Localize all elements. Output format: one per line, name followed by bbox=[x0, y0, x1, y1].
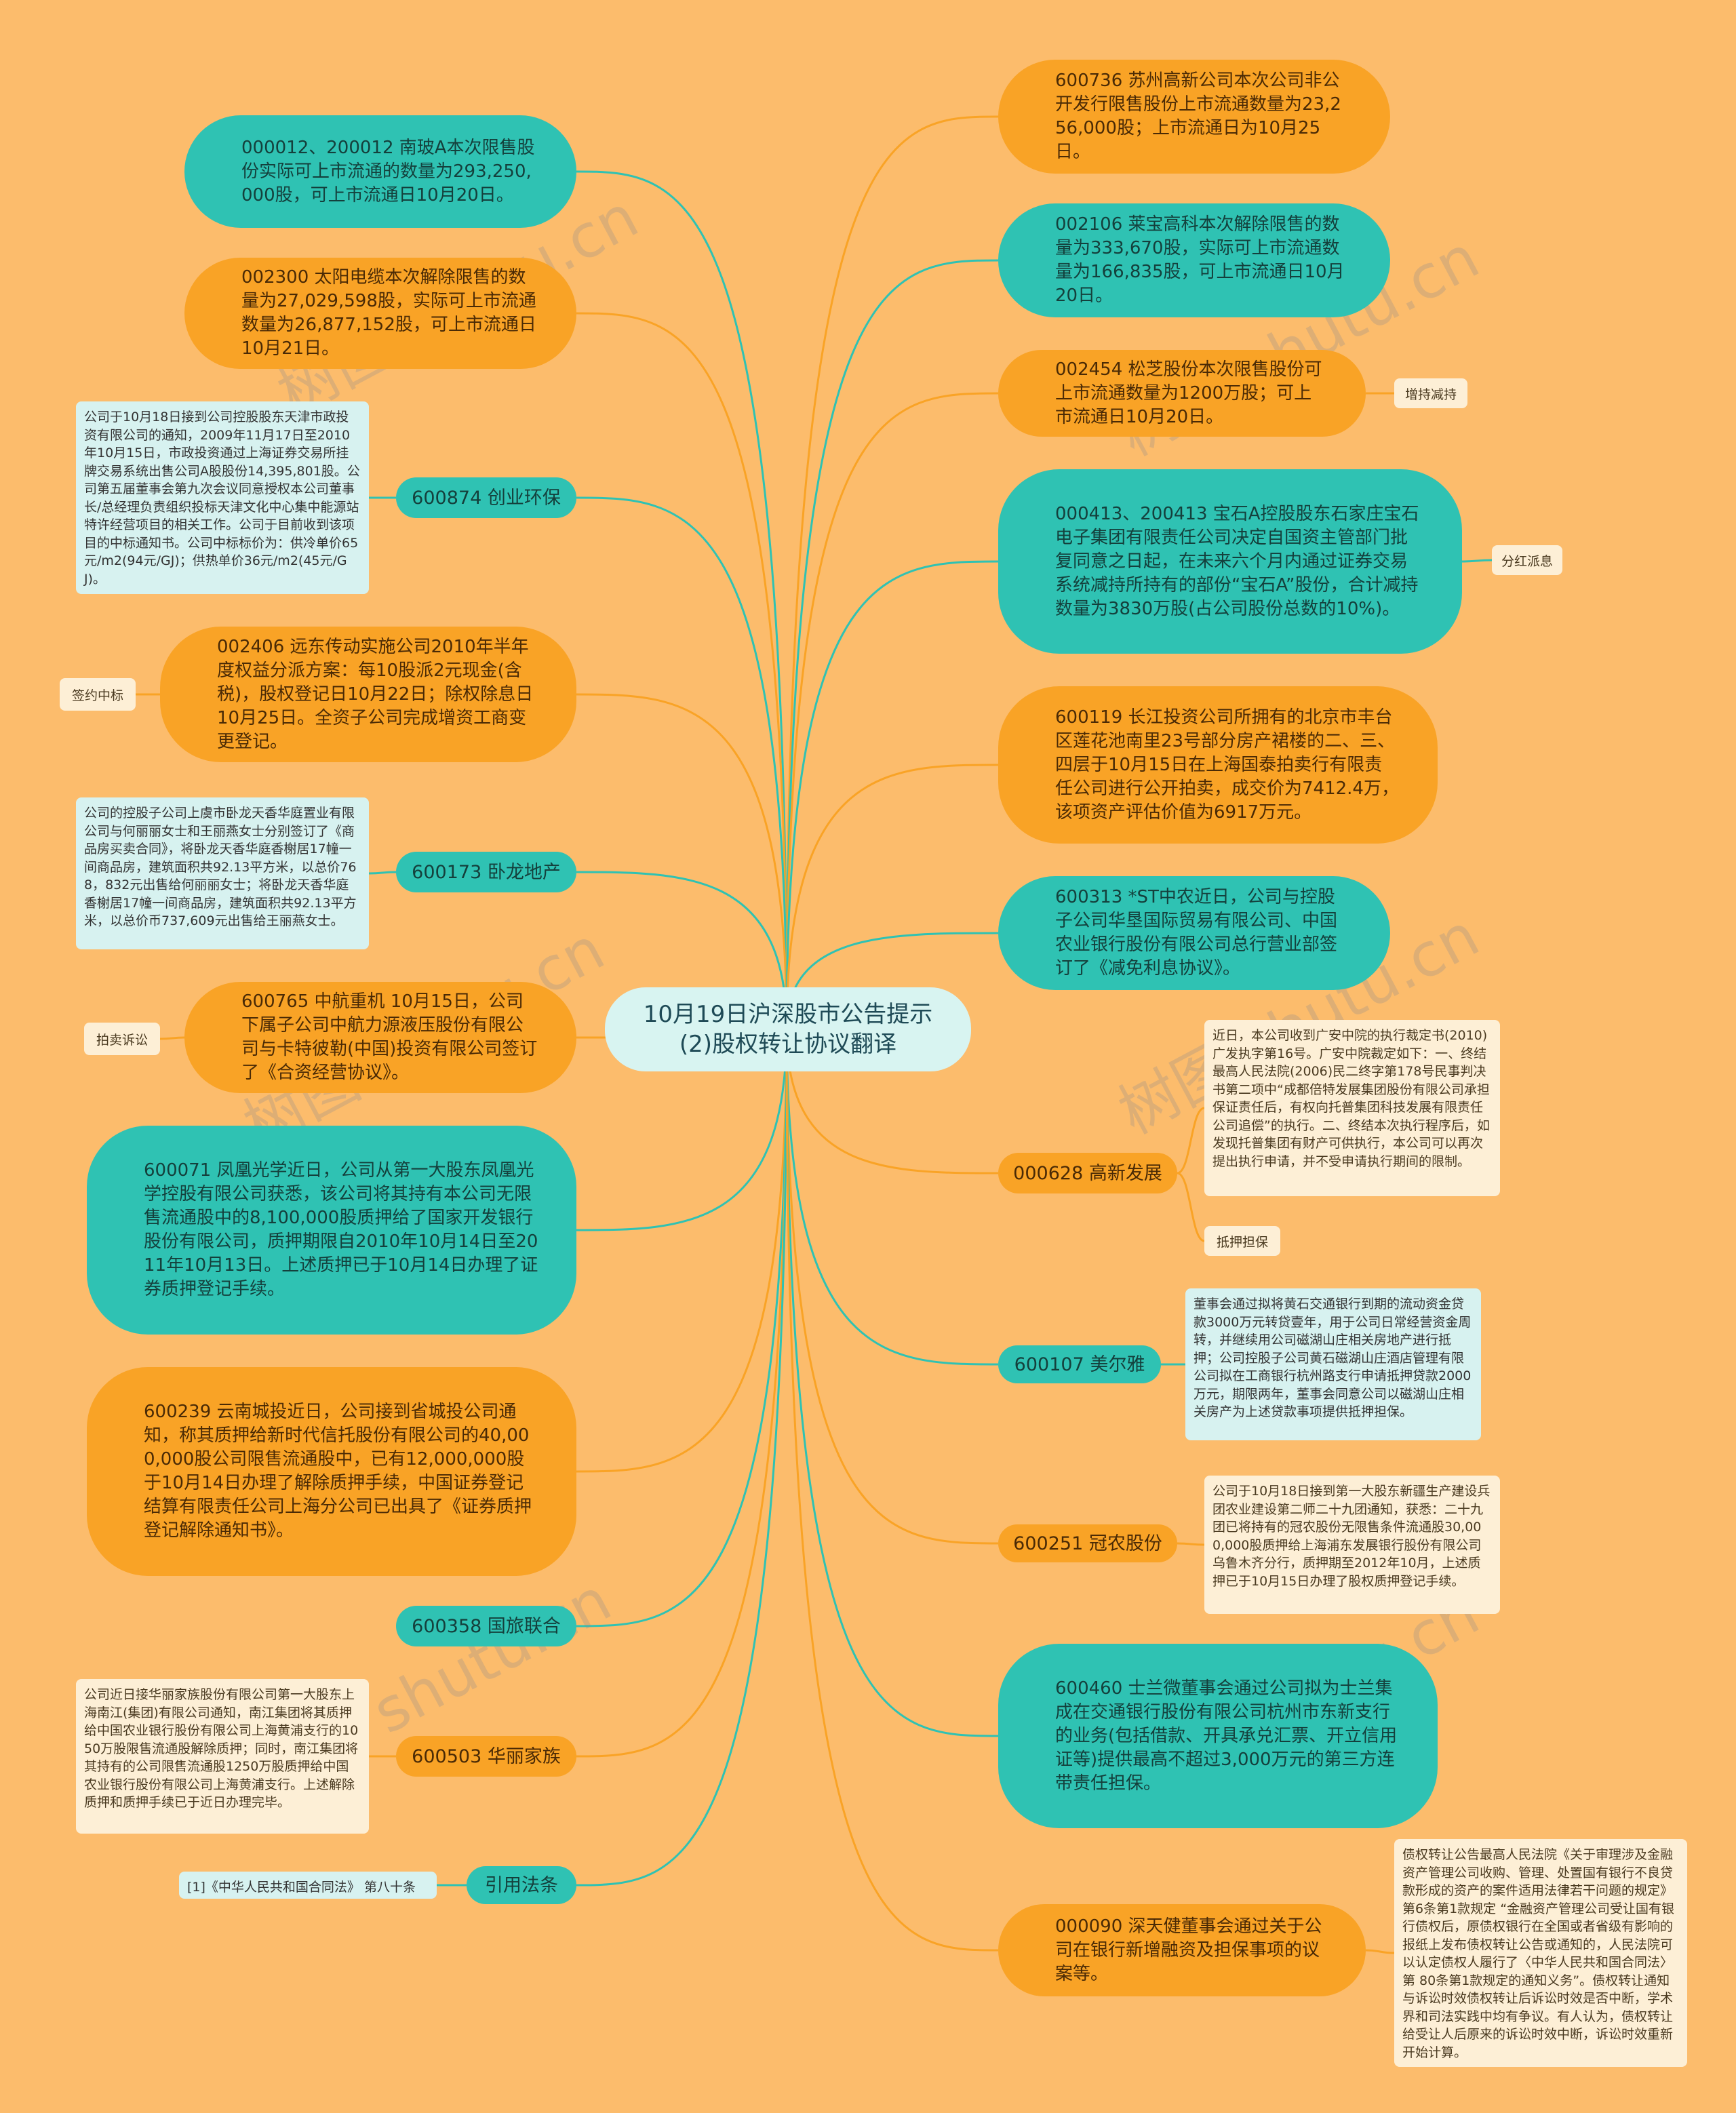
branch-line bbox=[576, 1029, 788, 1231]
topic-node[interactable]: 600313 *ST中农近日，公司与控股子公司华垦国际贸易有限公司、中国农业银行… bbox=[998, 876, 1390, 990]
topic-node[interactable]: 600358 国旅联合 bbox=[396, 1606, 576, 1646]
topic-node-text: 600173 卧龙地产 bbox=[412, 861, 561, 883]
topic-node-text: 000012、200012 南玻A本次限售股份实际可上市流通的数量为293,25… bbox=[241, 137, 535, 205]
topic-tag: 增持减持 bbox=[1394, 378, 1467, 408]
detail-note-text: 公司于10月18日接到公司控股股东天津市政投资有限公司的通知，2009年11月1… bbox=[84, 410, 360, 587]
topic-node[interactable]: 600107 美尔雅 bbox=[998, 1345, 1161, 1383]
topic-tag: 抵押担保 bbox=[1204, 1226, 1280, 1256]
detail-note: [1]《中华人民共和国合同法》 第八十条 bbox=[179, 1872, 437, 1899]
branch-line bbox=[576, 1029, 788, 1627]
topic-node-text: 000090 深天健董事会通过关于公司在银行新增融资及担保事项的议案等。 bbox=[1055, 1916, 1322, 1984]
topic-node[interactable]: 002406 远东传动实施公司2010年半年度权益分派方案：每10股派2元现金(… bbox=[160, 627, 576, 762]
tag-line bbox=[1177, 1172, 1205, 1242]
branch-line bbox=[785, 560, 999, 1030]
topic-node[interactable]: 600071 凤凰光学近日，公司从第一大股东凤凰光学控股有限公司获悉，该公司将其… bbox=[87, 1126, 576, 1335]
detail-note: 公司于10月18日接到第一大股东新疆生产建设兵团农业建设第二师二十九团通知，获悉… bbox=[1204, 1476, 1500, 1614]
topic-node-text: 600313 *ST中农近日，公司与控股子公司华垦国际贸易有限公司、中国农业银行… bbox=[1055, 887, 1338, 979]
topic-node[interactable]: 引用法条 bbox=[467, 1866, 576, 1904]
detail-note-text: 公司近日接华丽家族股份有限公司第一大股东上海南江(集团)有限公司通知，南江集团将… bbox=[84, 1687, 359, 1810]
branch-line bbox=[785, 1029, 999, 1545]
topic-node-text: 600071 凤凰光学近日，公司从第一大股东凤凰光学控股有限公司获悉，该公司将其… bbox=[144, 1160, 538, 1299]
branch-line bbox=[785, 259, 999, 1030]
central-topic[interactable]: 10月19日沪深股市公告提示(2)股权转让协议翻译 bbox=[605, 987, 971, 1071]
detail-note: 董事会通过拟将黄石交通银行到期的流动资金贷款3000万元转贷壹年，用于公司日常经… bbox=[1185, 1288, 1481, 1440]
topic-node[interactable]: 600119 长江投资公司所拥有的北京市丰台区莲花池南里23号部分房产裙楼的二、… bbox=[998, 686, 1438, 844]
detail-note: 公司于10月18日接到公司控股股东天津市政投资有限公司的通知，2009年11月1… bbox=[76, 401, 369, 594]
topic-node-text: 002406 远东传动实施公司2010年半年度权益分派方案：每10股派2元现金(… bbox=[217, 636, 534, 752]
branch-line bbox=[785, 1029, 999, 1174]
detail-note: 债权转让公告最高人民法院《关于审理涉及金融资产管理公司收购、管理、处置国有银行不… bbox=[1394, 1839, 1687, 2067]
branch-line bbox=[785, 1029, 999, 1952]
detail-note-text: 近日，本公司收到广安中院的执行裁定书(2010)广发执字第16号。广安中院裁定如… bbox=[1212, 1028, 1490, 1169]
topic-node-text: 000628 高新发展 bbox=[1013, 1162, 1162, 1184]
branch-line bbox=[785, 764, 999, 1030]
topic-node[interactable]: 002300 太阳电缆本次解除限售的数量为27,029,598股，实际可上市流通… bbox=[184, 258, 576, 369]
topic-tag-text: 签约中标 bbox=[71, 688, 123, 703]
branch-line bbox=[576, 170, 788, 1030]
topic-node-text: 600358 国旅联合 bbox=[412, 1615, 561, 1637]
branch-line bbox=[576, 1029, 788, 1887]
branch-line bbox=[785, 1029, 999, 1366]
topic-node-text: 000413、200413 宝石A控股股东石家庄宝石电子集团有限责任公司决定自国… bbox=[1055, 503, 1419, 619]
topic-node[interactable]: 002106 莱宝高科本次解除限售的数量为333,670股，实际可上市流通数量为… bbox=[998, 203, 1390, 317]
topic-node[interactable]: 000413、200413 宝石A控股股东石家庄宝石电子集团有限责任公司决定自国… bbox=[998, 469, 1462, 654]
topic-tag-text: 分红派息 bbox=[1501, 553, 1553, 569]
topic-node[interactable]: 000628 高新发展 bbox=[998, 1153, 1177, 1193]
topic-node-text: 600874 创业环保 bbox=[412, 487, 561, 509]
topic-tag-text: 拍卖诉讼 bbox=[96, 1032, 148, 1048]
topic-node[interactable]: 600736 苏州高新公司本次公司非公开发行限售股份上市流通数量为23,256,… bbox=[998, 60, 1390, 174]
topic-node-text: 600503 华丽家族 bbox=[412, 1745, 561, 1767]
topic-node[interactable]: 600460 士兰微董事会通过公司拟为士兰集成在交通银行股份有限公司杭州市东新支… bbox=[998, 1644, 1438, 1828]
detail-note: 公司近日接华丽家族股份有限公司第一大股东上海南江(集团)有限公司通知，南江集团将… bbox=[76, 1679, 369, 1834]
tag-line bbox=[159, 1036, 185, 1040]
topic-node[interactable]: 600874 创业环保 bbox=[396, 477, 576, 518]
topic-node[interactable]: 600173 卧龙地产 bbox=[396, 852, 576, 892]
topic-node[interactable]: 000090 深天健董事会通过关于公司在银行新增融资及担保事项的议案等。 bbox=[998, 1904, 1366, 1996]
branch-line bbox=[785, 1029, 999, 1737]
topic-tag-text: 抵押担保 bbox=[1216, 1234, 1268, 1250]
detail-note-text: [1]《中华人民共和国合同法》 第八十条 bbox=[187, 1880, 416, 1895]
branch-line bbox=[576, 871, 788, 1030]
detail-note: 近日，本公司收到广安中院的执行裁定书(2010)广发执字第16号。广安中院裁定如… bbox=[1204, 1020, 1500, 1196]
topic-node[interactable]: 002454 松芝股份本次限售股份可上市流通数量为1200万股；可上市流通日10… bbox=[998, 350, 1366, 437]
topic-node[interactable]: 600239 云南城投近日，公司接到省城投公司通知，称其质押给新时代信托股份有限… bbox=[87, 1367, 576, 1576]
note-line bbox=[1365, 1949, 1395, 1954]
detail-note-text: 债权转让公告最高人民法院《关于审理涉及金融资产管理公司收购、管理、处置国有银行不… bbox=[1402, 1847, 1675, 2060]
branch-line bbox=[576, 693, 788, 1030]
topic-tag: 签约中标 bbox=[60, 678, 136, 711]
topic-tag: 拍卖诉讼 bbox=[84, 1023, 160, 1055]
topic-node-text: 600239 云南城投近日，公司接到省城投公司通知，称其质押给新时代信托股份有限… bbox=[144, 1402, 532, 1541]
note-line bbox=[1177, 1542, 1205, 1546]
tag-line bbox=[1461, 559, 1493, 563]
branch-line bbox=[576, 496, 788, 1030]
topic-node-text: 002454 松芝股份本次限售股份可上市流通数量为1200万股；可上市流通日10… bbox=[1055, 359, 1322, 427]
note-line bbox=[368, 871, 397, 875]
topic-node[interactable]: 000012、200012 南玻A本次限售股份实际可上市流通的数量为293,25… bbox=[184, 115, 576, 228]
topic-node-text: 600765 中航重机 10月15日，公司下属子公司中航力源液压股份有限公司与卡… bbox=[241, 991, 538, 1083]
topic-node-text: 002106 莱宝高科本次解除限售的数量为333,670股，实际可上市流通数量为… bbox=[1055, 214, 1345, 306]
branch-line bbox=[785, 392, 999, 1030]
branch-line bbox=[576, 1029, 788, 1473]
detail-note-text: 公司于10月18日接到第一大股东新疆生产建设兵团农业建设第二师二十九团通知，获悉… bbox=[1212, 1484, 1491, 1589]
topic-node-text: 引用法条 bbox=[485, 1874, 558, 1896]
detail-note-text: 董事会通过拟将黄石交通银行到期的流动资金贷款3000万元转贷壹年，用于公司日常经… bbox=[1194, 1297, 1472, 1419]
topic-node-text: 600119 长江投资公司所拥有的北京市丰台区莲花池南里23号部分房产裙楼的二、… bbox=[1055, 707, 1399, 823]
topic-node-text: 600251 冠农股份 bbox=[1013, 1533, 1162, 1554]
topic-node-text: 600736 苏州高新公司本次公司非公开发行限售股份上市流通数量为23,256,… bbox=[1055, 71, 1341, 162]
topic-node[interactable]: 600765 中航重机 10月15日，公司下属子公司中航力源液压股份有限公司与卡… bbox=[184, 982, 576, 1093]
central-topic-label: 10月19日沪深股市公告提示(2)股权转让协议翻译 bbox=[643, 1001, 933, 1058]
topic-tag: 分红派息 bbox=[1492, 545, 1562, 575]
branch-line bbox=[576, 312, 788, 1030]
note-line bbox=[1177, 1107, 1205, 1174]
branch-line bbox=[576, 1029, 788, 1758]
topic-node-text: 600460 士兰微董事会通过公司拟为士兰集成在交通银行股份有限公司杭州市东新支… bbox=[1055, 1678, 1398, 1794]
detail-note: 公司的控股子公司上虞市卧龙天香华庭置业有限公司与何丽丽女士和王丽燕女士分别签订了… bbox=[76, 797, 369, 949]
detail-note-text: 公司的控股子公司上虞市卧龙天香华庭置业有限公司与何丽丽女士和王丽燕女士分别签订了… bbox=[84, 806, 357, 928]
topic-node-text: 002300 太阳电缆本次解除限售的数量为27,029,598股，实际可上市流通… bbox=[241, 267, 536, 359]
topic-node[interactable]: 600503 华丽家族 bbox=[396, 1736, 576, 1777]
topic-node[interactable]: 600251 冠农股份 bbox=[998, 1524, 1177, 1562]
branch-line bbox=[785, 115, 999, 1030]
topic-tag-text: 增持减持 bbox=[1404, 387, 1457, 402]
topic-node-text: 600107 美尔雅 bbox=[1014, 1354, 1145, 1375]
